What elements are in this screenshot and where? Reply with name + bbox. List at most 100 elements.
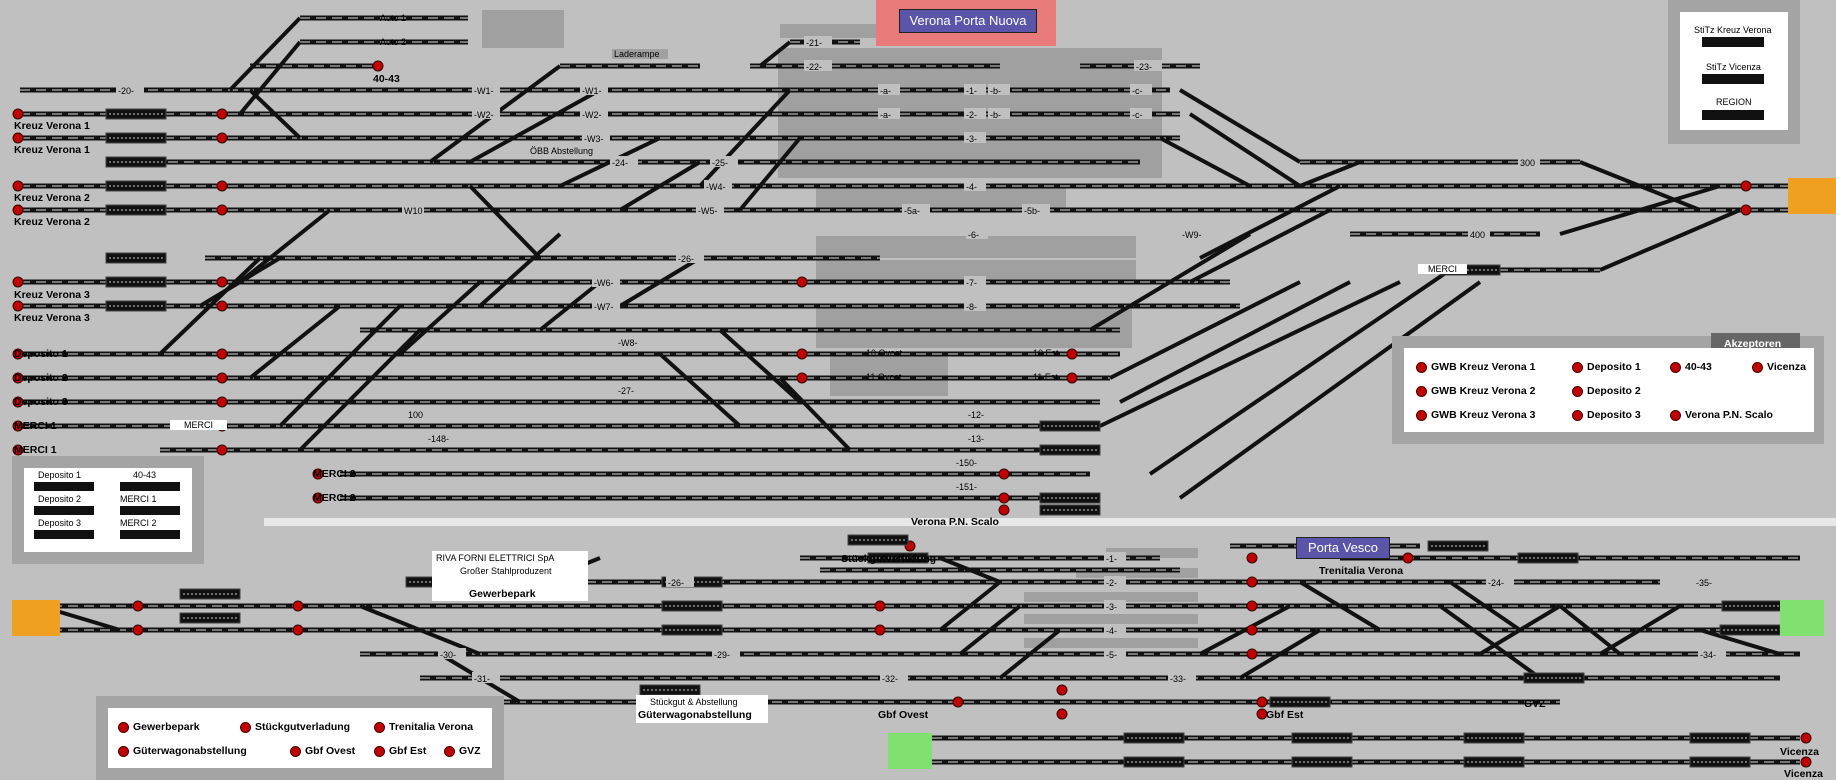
signal-icon[interactable]: [12, 444, 24, 456]
signal-icon[interactable]: [12, 132, 24, 144]
signal-icon[interactable]: [952, 696, 964, 708]
signal-icon[interactable]: [998, 504, 1010, 516]
akz-item-7[interactable]: Deposito 3: [1572, 409, 1641, 421]
train-number-display[interactable]: [1463, 756, 1525, 768]
legend-item-6[interactable]: GVZ: [444, 745, 481, 757]
signal-icon[interactable]: [312, 492, 324, 504]
train-number-display[interactable]: [1291, 756, 1353, 768]
train-number-display[interactable]: [179, 588, 241, 600]
akz-item-0[interactable]: GWB Kreuz Verona 1: [1416, 361, 1535, 373]
counter-display-1[interactable]: [120, 482, 180, 491]
train-number-display[interactable]: [105, 108, 167, 120]
signal-icon[interactable]: [216, 348, 228, 360]
signal-icon[interactable]: [1056, 684, 1068, 696]
signal-icon[interactable]: [1246, 552, 1258, 564]
signal-icon[interactable]: [998, 468, 1010, 480]
signal-icon[interactable]: [312, 468, 324, 480]
signal-icon[interactable]: [292, 624, 304, 636]
signal-icon[interactable]: [216, 300, 228, 312]
akz-item-4[interactable]: GWB Kreuz Verona 2: [1416, 385, 1535, 397]
train-number-display[interactable]: [105, 300, 167, 312]
akz-item-2[interactable]: 40-43: [1670, 361, 1712, 373]
akz-item-3[interactable]: Vicenza: [1752, 361, 1806, 373]
signal-icon[interactable]: [372, 60, 384, 72]
signal-icon[interactable]: [216, 132, 228, 144]
signal-icon[interactable]: [216, 396, 228, 408]
top-right-display-2[interactable]: [1702, 110, 1764, 120]
signal-icon[interactable]: [1246, 648, 1258, 660]
signal-icon[interactable]: [12, 276, 24, 288]
boundary-right-bottom[interactable]: [1780, 600, 1824, 636]
train-number-display[interactable]: [661, 624, 723, 636]
signal-icon[interactable]: [216, 276, 228, 288]
signal-icon[interactable]: [216, 204, 228, 216]
train-number-display[interactable]: [105, 132, 167, 144]
signal-icon[interactable]: [132, 624, 144, 636]
train-number-display[interactable]: [1039, 420, 1101, 432]
signal-icon[interactable]: [1256, 708, 1268, 720]
signal-icon[interactable]: [1740, 180, 1752, 192]
signal-icon[interactable]: [216, 108, 228, 120]
train-number-display[interactable]: [1427, 540, 1489, 552]
signal-icon[interactable]: [796, 348, 808, 360]
train-number-display[interactable]: [1463, 732, 1525, 744]
signal-icon[interactable]: [12, 204, 24, 216]
train-number-display[interactable]: [1517, 552, 1579, 564]
counter-display-2[interactable]: [34, 506, 94, 515]
signal-icon[interactable]: [216, 180, 228, 192]
signal-icon[interactable]: [292, 600, 304, 612]
signal-icon[interactable]: [1800, 732, 1812, 744]
train-number-display[interactable]: [105, 180, 167, 192]
signal-icon[interactable]: [132, 600, 144, 612]
signal-icon[interactable]: [12, 108, 24, 120]
signal-icon[interactable]: [1402, 552, 1414, 564]
boundary-left-bottom[interactable]: [12, 600, 60, 636]
signal-icon[interactable]: [1246, 576, 1258, 588]
signal-icon[interactable]: [12, 420, 24, 432]
legend-item-5[interactable]: Gbf Est: [374, 745, 426, 757]
signal-icon[interactable]: [216, 444, 228, 456]
porta-vesco-title[interactable]: Porta Vesco: [1296, 537, 1390, 559]
signal-icon[interactable]: [874, 600, 886, 612]
signal-icon[interactable]: [796, 372, 808, 384]
signal-icon[interactable]: [12, 300, 24, 312]
train-number-display[interactable]: [1123, 732, 1185, 744]
legend-item-2[interactable]: Trenitalia Verona: [374, 721, 473, 733]
legend-item-1[interactable]: Stückgutverladung: [240, 721, 350, 733]
counter-display-5[interactable]: [120, 530, 180, 539]
train-number-display[interactable]: [661, 600, 723, 612]
train-number-display[interactable]: [1689, 732, 1751, 744]
signal-icon[interactable]: [216, 372, 228, 384]
train-number-display[interactable]: [1689, 756, 1751, 768]
signal-icon[interactable]: [12, 348, 24, 360]
train-number-display[interactable]: [105, 204, 167, 216]
signal-icon[interactable]: [1256, 696, 1268, 708]
signal-icon[interactable]: [12, 180, 24, 192]
signal-icon[interactable]: [1740, 204, 1752, 216]
counter-display-4[interactable]: [34, 530, 94, 539]
train-number-display[interactable]: [1269, 696, 1331, 708]
train-number-display[interactable]: [1039, 444, 1101, 456]
boundary-right-top[interactable]: [1788, 178, 1836, 214]
train-number-display[interactable]: [179, 612, 241, 624]
top-right-display-0[interactable]: [1702, 37, 1764, 47]
signal-icon[interactable]: [1066, 372, 1078, 384]
signal-icon[interactable]: [12, 372, 24, 384]
akz-item-5[interactable]: Deposito 2: [1572, 385, 1641, 397]
boundary-bottom-mid[interactable]: [888, 733, 932, 769]
signal-icon[interactable]: [12, 396, 24, 408]
akz-item-6[interactable]: GWB Kreuz Verona 3: [1416, 409, 1535, 421]
train-number-display[interactable]: [105, 276, 167, 288]
signal-icon[interactable]: [998, 492, 1010, 504]
train-number-display[interactable]: [847, 534, 909, 546]
train-number-display[interactable]: [1039, 492, 1101, 504]
train-number-display[interactable]: [105, 156, 167, 168]
akz-item-8[interactable]: Verona P.N. Scalo: [1670, 409, 1773, 421]
train-number-display[interactable]: [1123, 756, 1185, 768]
signal-icon[interactable]: [1246, 624, 1258, 636]
train-number-display[interactable]: [1523, 672, 1585, 684]
counter-display-3[interactable]: [120, 506, 180, 515]
signal-icon[interactable]: [796, 276, 808, 288]
top-right-display-1[interactable]: [1702, 74, 1764, 84]
signal-icon[interactable]: [1066, 348, 1078, 360]
